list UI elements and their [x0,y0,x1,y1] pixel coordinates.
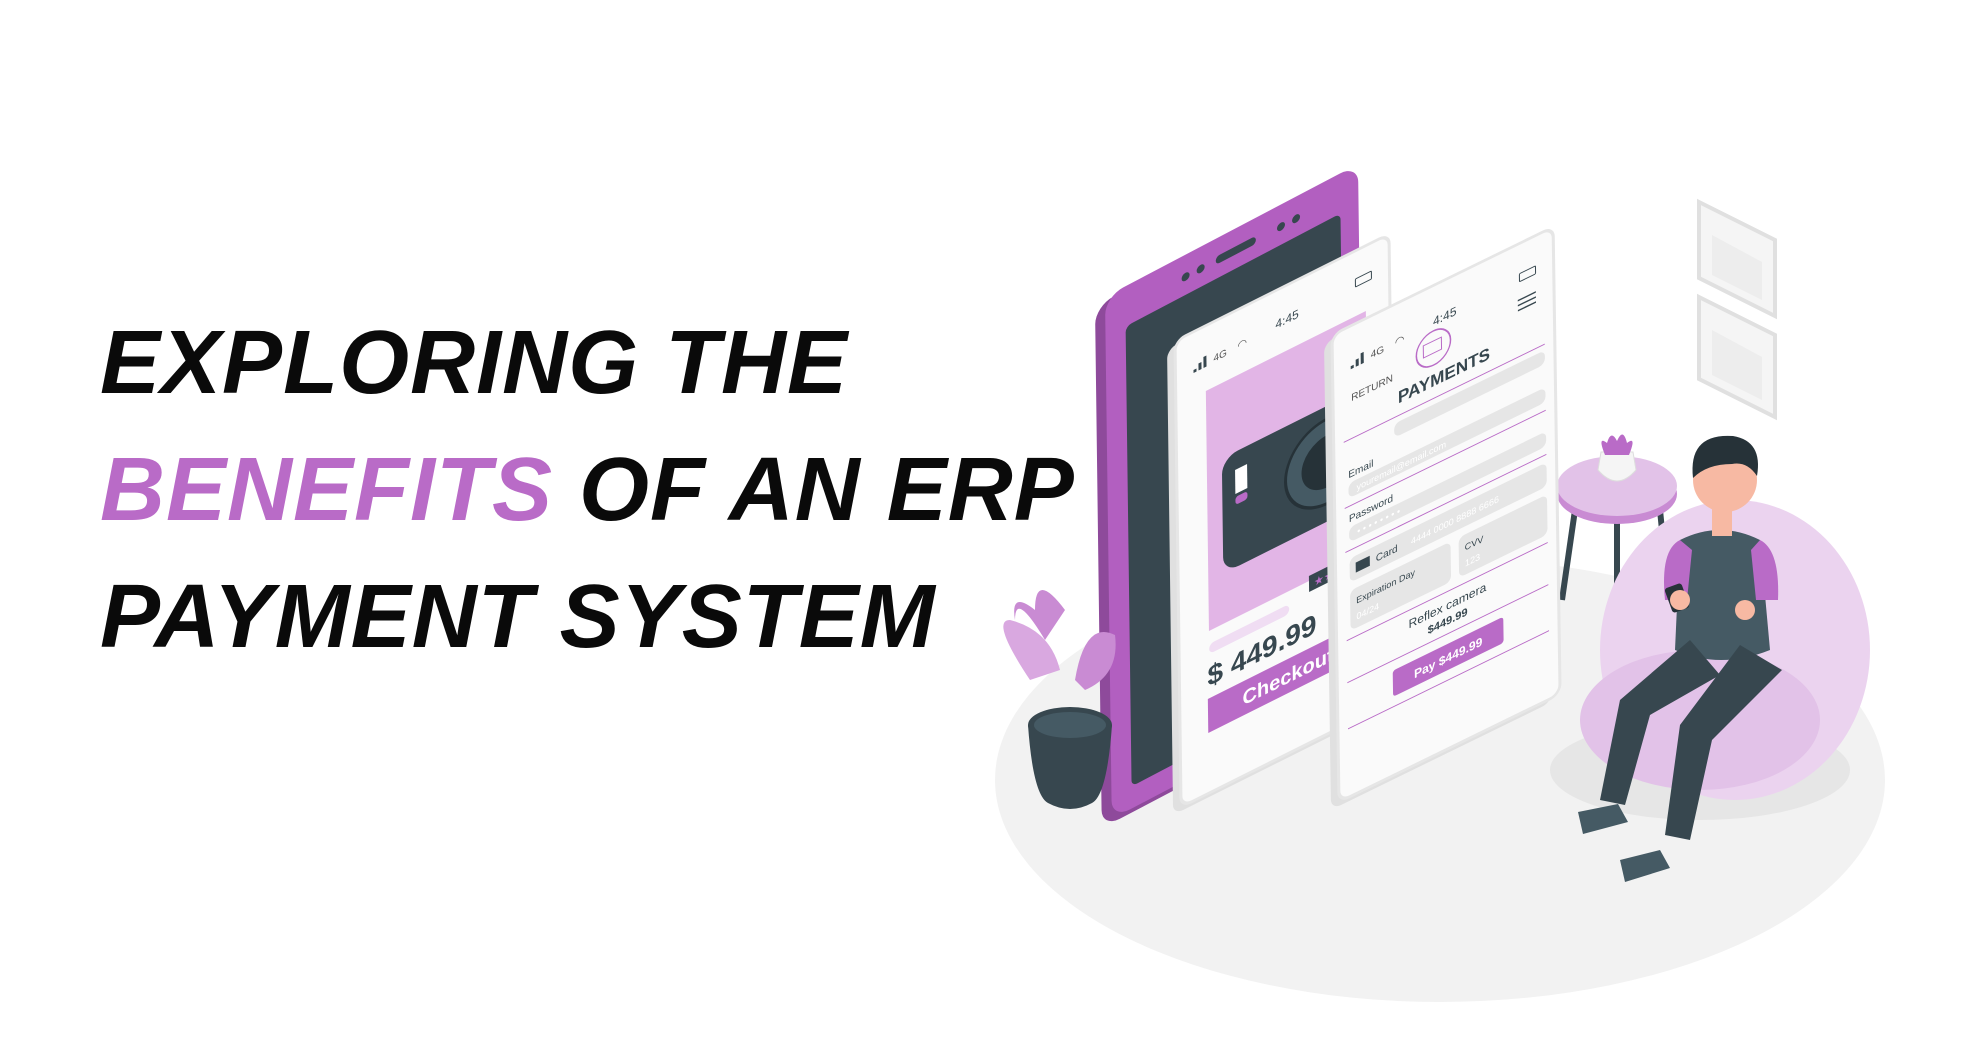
wifi-icon: ◠ [1237,336,1247,353]
password-field[interactable] [1349,431,1547,542]
headline: EXPLORING THE BENEFITS OF AN ERP PAYMENT… [100,300,1075,681]
card-field[interactable] [1349,462,1547,582]
picture-frame-icon [1697,293,1777,421]
payment-phone: 4G ◠ 4:45 RETURN PAYMENTS Email youremai… [1324,229,1562,807]
headline-line-3: PAYMENT SYSTEM [100,567,936,667]
cvv-field[interactable] [1458,494,1548,577]
signal-icon [1193,355,1207,373]
potted-plant [1003,590,1116,809]
wifi-icon: ◠ [1395,332,1405,349]
pay-button[interactable] [1392,617,1504,697]
headline-line-2-rest: OF AN ERP [553,440,1075,540]
placeholder-bar [1209,605,1290,653]
payment-cards-icon [1415,328,1452,368]
headline-line-2: BENEFITS OF AN ERP [100,427,1075,554]
signal-icon [1350,351,1364,370]
checkout-button[interactable] [1207,619,1369,733]
expiration-field[interactable] [1350,542,1452,631]
battery-icon [1518,265,1537,282]
email-field[interactable] [1348,387,1546,498]
person-icon [1578,435,1782,882]
picture-frame-icon [1697,198,1777,320]
menu-icon[interactable] [1517,291,1537,312]
credit-card-icon [1355,555,1370,573]
headline-accent-word: BENEFITS [100,440,554,540]
headline-line-1: EXPLORING THE [100,313,849,413]
battery-icon [1354,270,1372,288]
